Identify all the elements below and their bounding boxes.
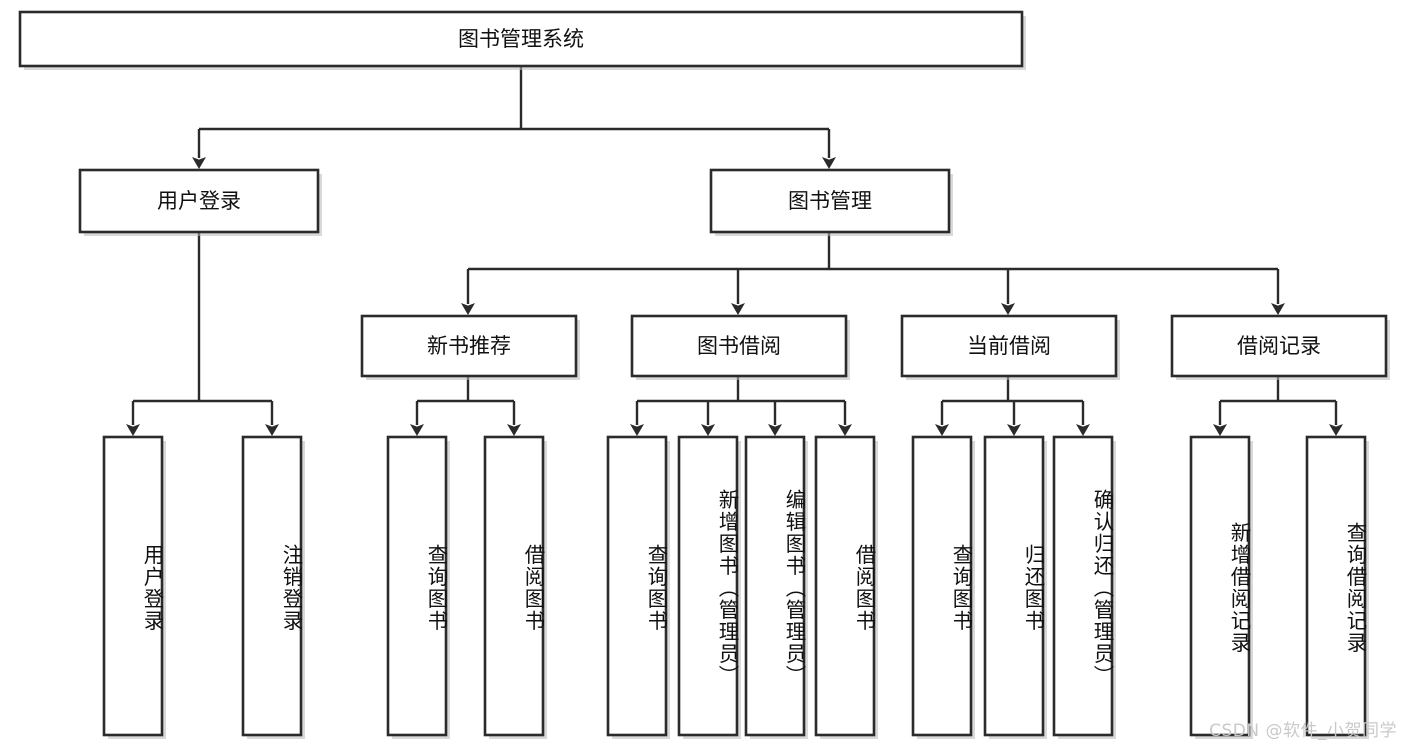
node-borrow-record[interactable]: 借阅记录 bbox=[1170, 314, 1390, 380]
node-leaf-user-login[interactable] bbox=[102, 435, 166, 739]
node-leaf-borrow-book-1[interactable] bbox=[483, 435, 547, 739]
node-leaf-query-borrow-record[interactable] bbox=[1305, 435, 1369, 739]
node-leaf-borrow-book-1-rect[interactable] bbox=[483, 435, 545, 737]
node-book-borrow-rect[interactable] bbox=[630, 314, 848, 378]
node-borrow-record-rect[interactable] bbox=[1170, 314, 1388, 378]
node-leaf-add-book-admin-rect[interactable] bbox=[677, 435, 739, 737]
node-leaf-query-book-1-rect[interactable] bbox=[386, 435, 448, 737]
node-book-manage[interactable]: 图书管理 bbox=[709, 168, 953, 236]
node-user-login-rect[interactable] bbox=[78, 168, 320, 234]
node-leaf-add-book-admin[interactable] bbox=[677, 435, 741, 739]
node-current-borrow-label: 当前借阅 bbox=[967, 334, 1051, 358]
node-leaf-query-book-1[interactable] bbox=[386, 435, 450, 739]
node-leaf-edit-book-admin-rect[interactable] bbox=[744, 435, 806, 737]
node-current-borrow-rect[interactable] bbox=[900, 314, 1118, 378]
node-root-rect[interactable] bbox=[18, 10, 1024, 68]
node-book-manage-rect[interactable] bbox=[709, 168, 951, 234]
node-borrow-record-label: 借阅记录 bbox=[1237, 334, 1321, 358]
connector-layer bbox=[126, 66, 1343, 436]
node-leaf-query-book-3-rect[interactable] bbox=[911, 435, 973, 737]
node-leaf-add-borrow-record-rect[interactable] bbox=[1189, 435, 1251, 737]
node-book-borrow[interactable]: 图书借阅 bbox=[630, 314, 850, 380]
node-root[interactable]: 图书管理系统 bbox=[18, 10, 1026, 70]
node-book-manage-label: 图书管理 bbox=[788, 189, 872, 213]
node-leaf-query-book-3[interactable] bbox=[911, 435, 975, 739]
node-leaf-edit-book-admin[interactable] bbox=[744, 435, 808, 739]
node-leaf-borrow-book-2-rect[interactable] bbox=[814, 435, 876, 737]
node-leaf-add-borrow-record[interactable] bbox=[1189, 435, 1253, 739]
leaf-rect-layer bbox=[102, 435, 1369, 739]
node-leaf-logout[interactable] bbox=[241, 435, 305, 739]
node-leaf-return-book-rect[interactable] bbox=[983, 435, 1045, 737]
watermark-text: CSDN @软件_小贺同学 bbox=[1209, 721, 1397, 741]
node-book-borrow-label: 图书借阅 bbox=[697, 334, 781, 358]
node-leaf-query-book-2-rect[interactable] bbox=[606, 435, 668, 737]
node-leaf-borrow-book-2[interactable] bbox=[814, 435, 878, 739]
node-leaf-logout-rect[interactable] bbox=[241, 435, 303, 737]
node-user-login-label: 用户登录 bbox=[157, 189, 241, 213]
node-leaf-query-borrow-record-rect[interactable] bbox=[1305, 435, 1367, 737]
node-layer: 图书管理系统 用户登录 图书管理 新书推荐 bbox=[18, 10, 1390, 739]
node-leaf-query-book-2[interactable] bbox=[606, 435, 670, 739]
node-leaf-confirm-return-admin-rect[interactable] bbox=[1052, 435, 1114, 737]
node-user-login[interactable]: 用户登录 bbox=[78, 168, 322, 236]
node-leaf-confirm-return-admin[interactable] bbox=[1052, 435, 1116, 739]
node-leaf-user-login-rect[interactable] bbox=[102, 435, 164, 737]
node-root-label: 图书管理系统 bbox=[458, 27, 584, 51]
node-new-book-recommend-label: 新书推荐 bbox=[427, 334, 511, 358]
node-new-book-recommend[interactable]: 新书推荐 bbox=[360, 314, 580, 380]
node-new-book-recommend-rect[interactable] bbox=[360, 314, 578, 378]
node-current-borrow[interactable]: 当前借阅 bbox=[900, 314, 1120, 380]
node-leaf-return-book[interactable] bbox=[983, 435, 1047, 739]
